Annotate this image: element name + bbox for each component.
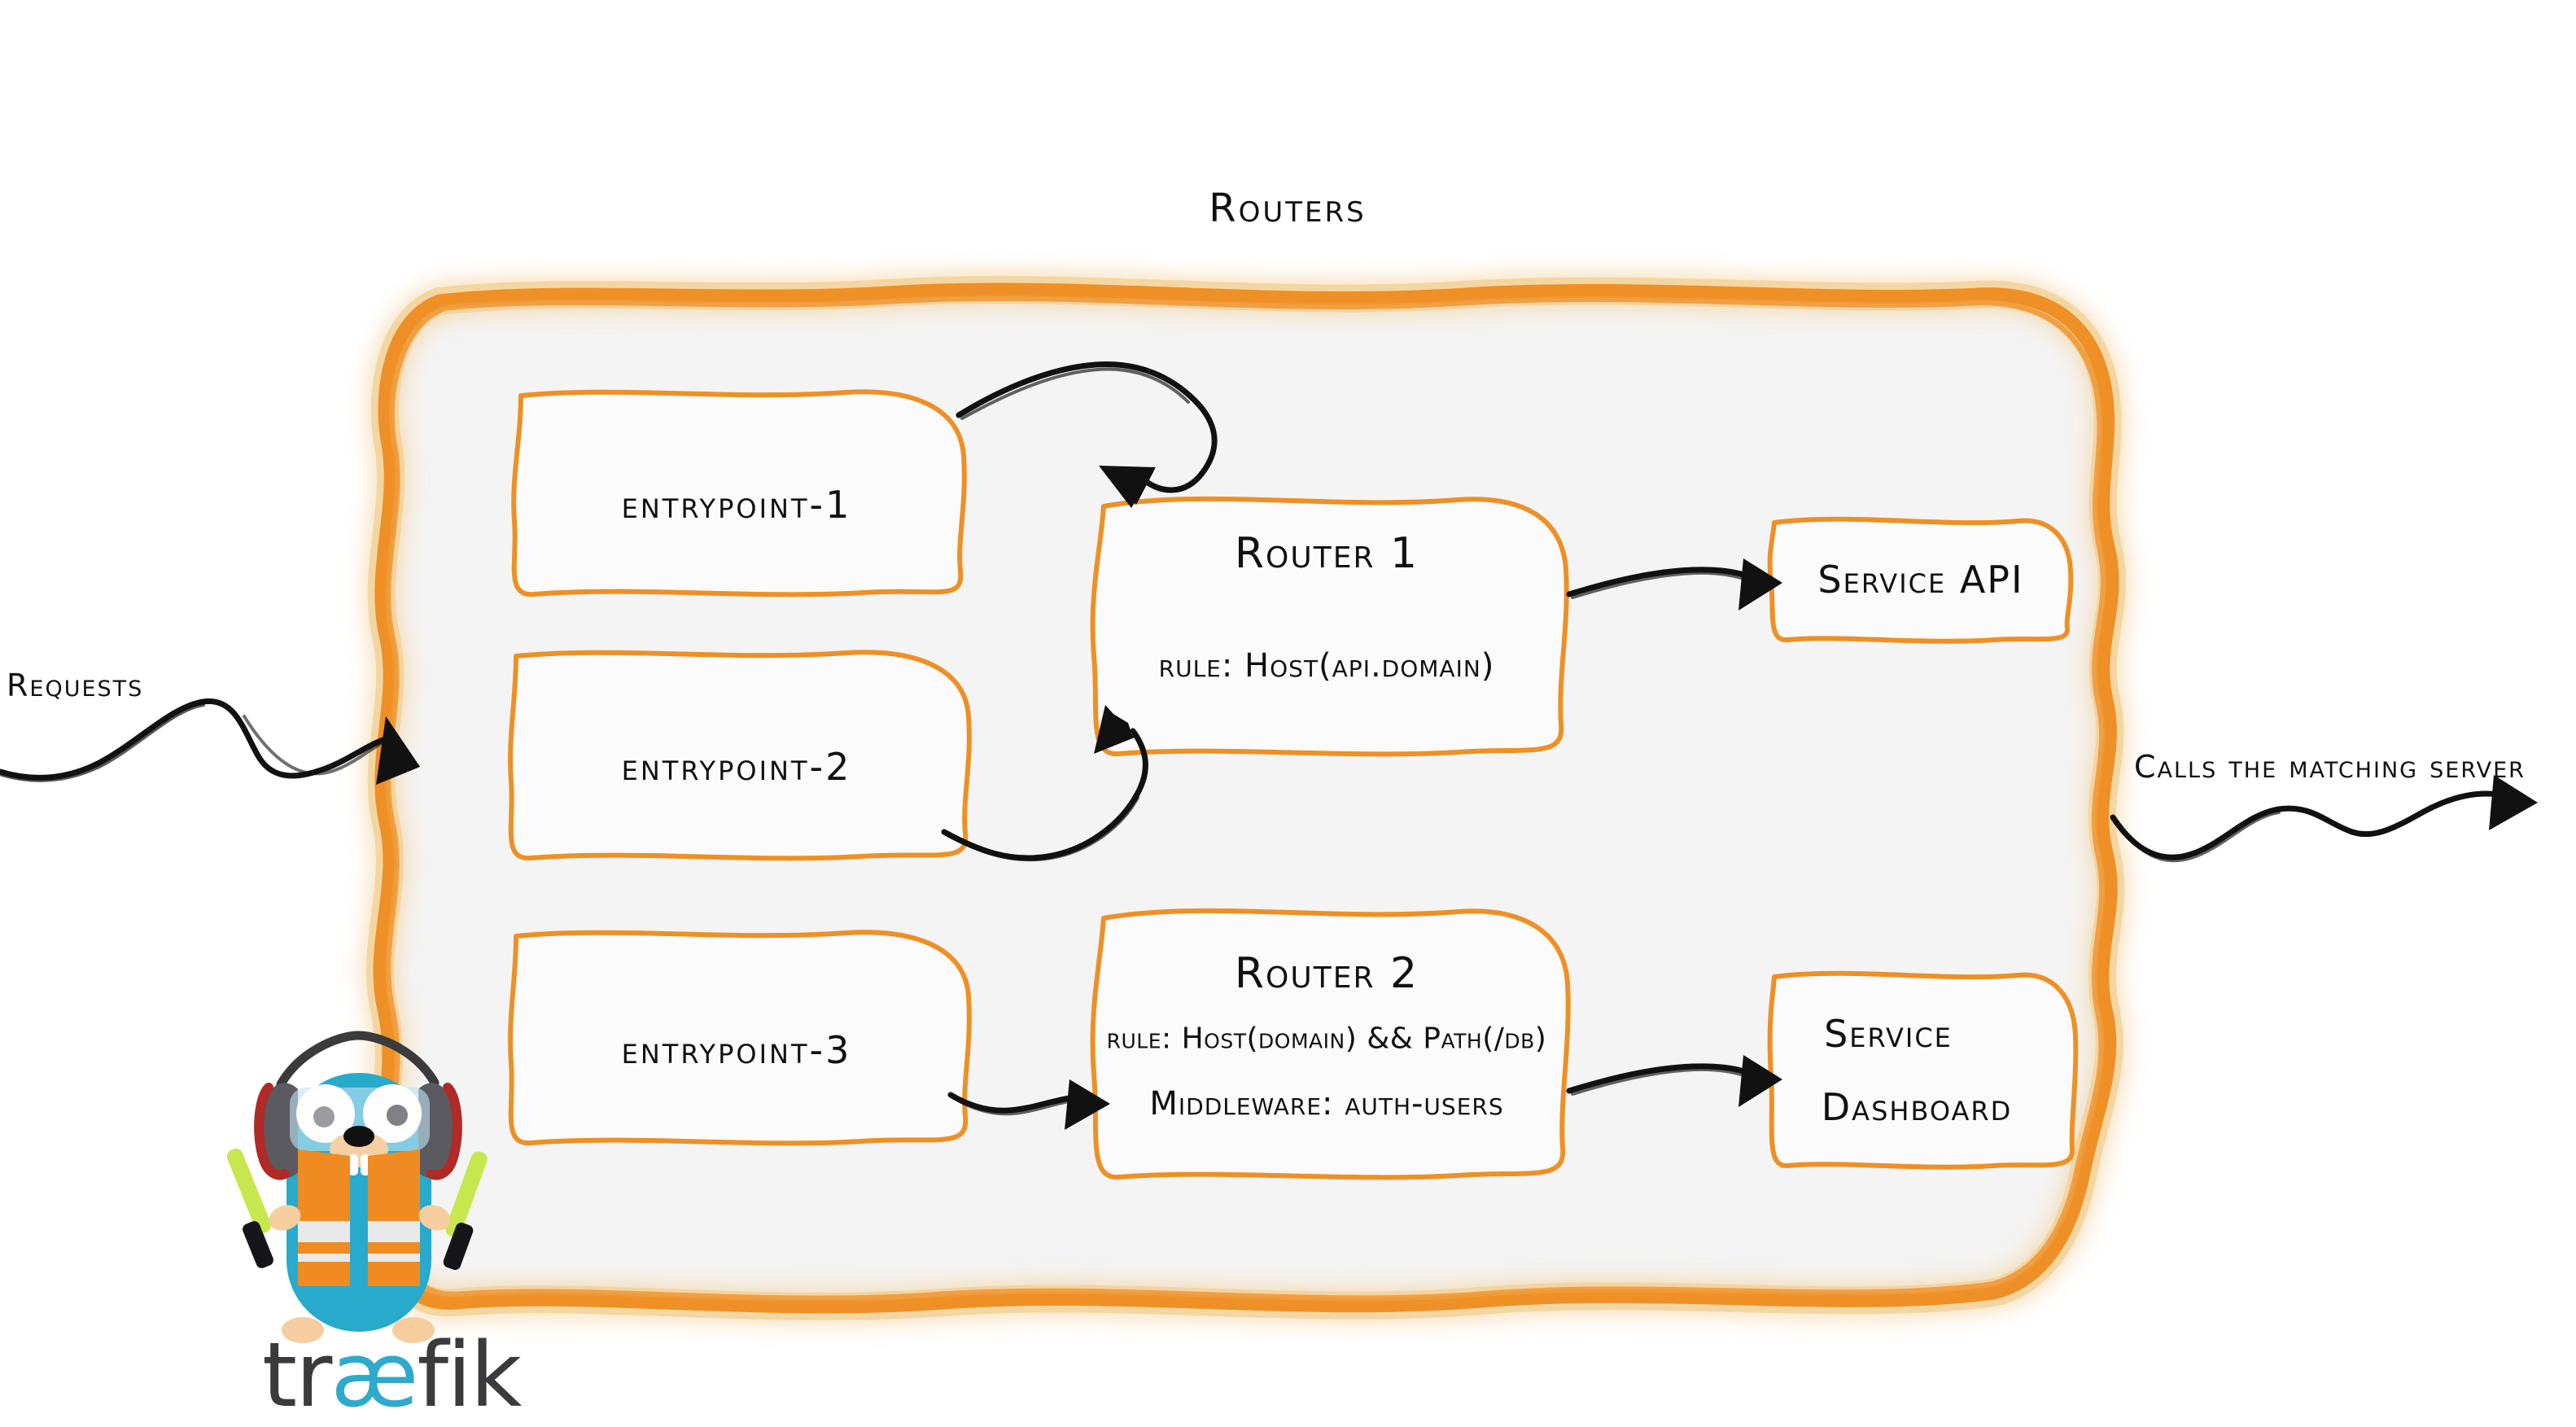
service-dashboard-label-line2: Dashboard [1821,1085,2013,1129]
requests-label: Requests [7,668,144,703]
wordmark-ae: æ [330,1323,418,1427]
router-2-rule: rule: Host(domain) && Path(/db) [1106,1022,1547,1056]
router-1-box[interactable] [1090,496,1569,757]
glow-stick-left [226,1148,273,1268]
router-1-rule: rule: Host(api.domain) [1158,647,1495,685]
service-api-box[interactable] [1767,516,2074,644]
headphone-left [254,1083,298,1180]
entrypoint-3-label: entrypoint-3 [621,1028,852,1072]
service-dashboard-label-line1: Service [1824,1012,1953,1056]
arrow-router-2-to-service-dashboard [1566,1055,1782,1107]
traefik-wordmark: træfik [262,1323,522,1427]
traefik-gopher-logo [226,1031,488,1343]
entrypoint-1-box[interactable] [511,389,967,598]
arrow-entrypoint-1-to-router-1 [956,361,1218,508]
arrow-entrypoint-2-to-router-1 [941,705,1148,862]
router-2-title: Router 2 [1234,949,1419,998]
router-1-title: Router 1 [1234,529,1419,578]
service-dashboard-box[interactable] [1767,970,2079,1170]
arrow-requests-to-panel [0,698,420,785]
entrypoint-2-box[interactable] [508,650,972,861]
entrypoint-1-label: entrypoint-1 [621,483,852,527]
page-title: Routers [1209,186,1367,231]
router-2-middleware: Middleware: auth-users [1149,1085,1504,1123]
entrypoint-2-label: entrypoint-2 [621,745,852,789]
wordmark-suffix: fik [417,1323,522,1427]
wordmark-prefix: tr [262,1323,332,1427]
calls-matching-server-label: Calls the matching server [2134,749,2526,785]
arrow-panel-to-matching-server [2110,775,2538,863]
arrow-router-1-to-service-api [1566,558,1782,611]
service-api-label: Service API [1817,558,2024,602]
entrypoint-3-box[interactable] [508,930,972,1146]
router-2-box[interactable] [1090,908,1571,1180]
glow-stick-right [443,1151,488,1271]
arrow-entrypoint-3-to-router-2 [947,1079,1110,1130]
